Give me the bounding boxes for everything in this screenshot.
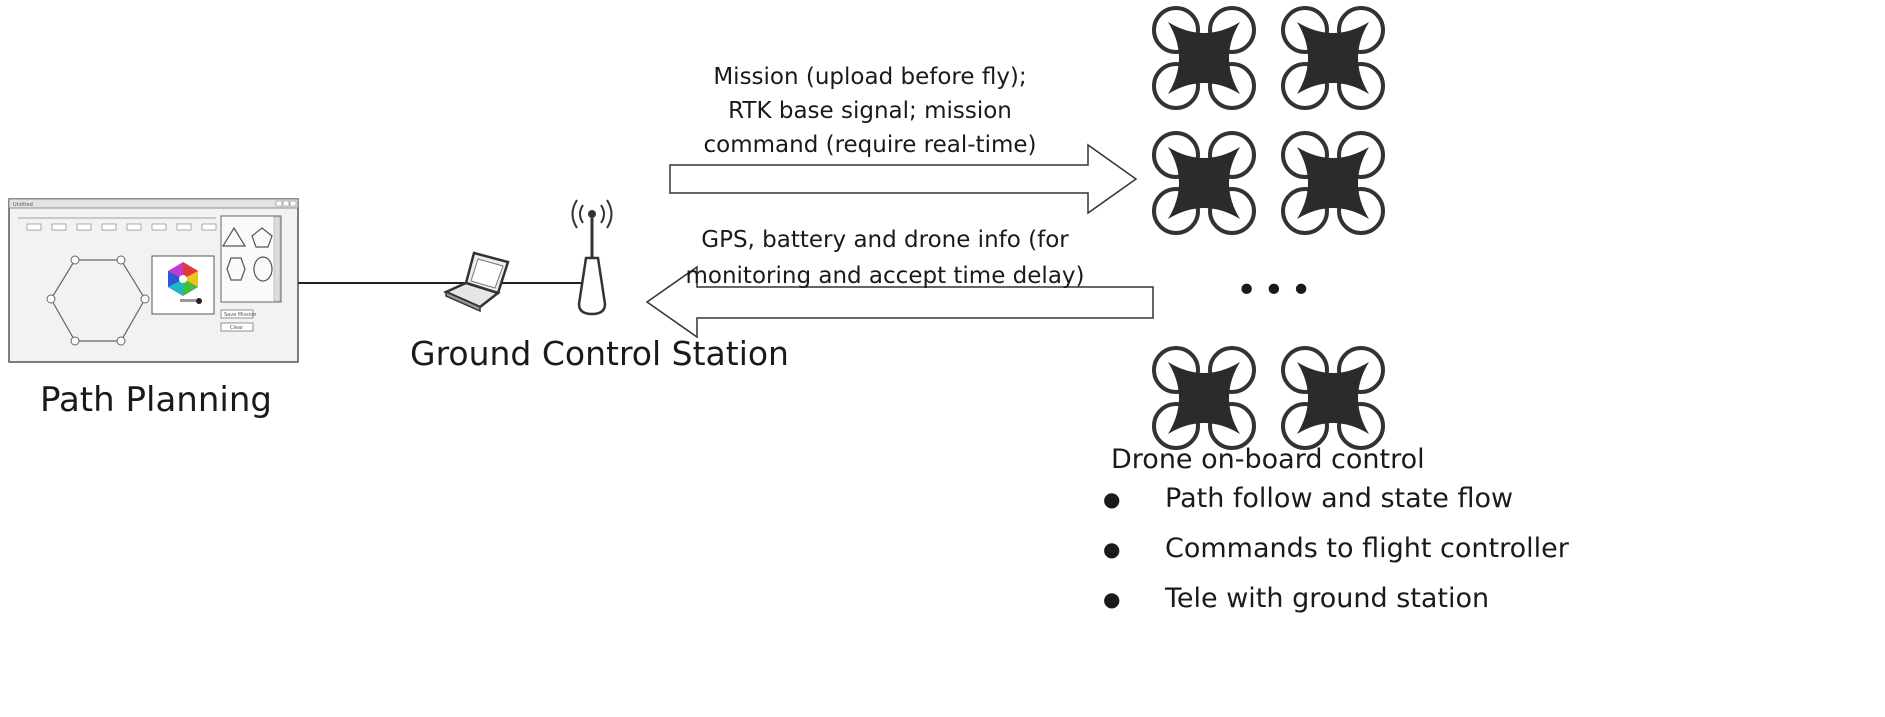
svg-text:Clear: Clear xyxy=(230,325,244,331)
path-waypoints xyxy=(46,255,150,346)
downlink-arrow xyxy=(645,265,1154,339)
uplink-arrow xyxy=(669,143,1138,215)
drone-control-title: Drone on-board control xyxy=(1111,444,1425,475)
drone-icon xyxy=(1152,6,1256,110)
drone-control-list: Path follow and state flow Commands to f… xyxy=(1095,474,1569,624)
close-icon xyxy=(289,200,297,207)
maximize-icon xyxy=(282,200,290,207)
downlink-text: GPS, battery and drone info (for monitor… xyxy=(640,222,1130,294)
more-drones-ellipsis: ••• xyxy=(1236,270,1318,311)
drone-icon xyxy=(1281,346,1385,450)
uplink-line: RTK base signal; mission xyxy=(728,98,1012,124)
scrollbar xyxy=(273,216,281,302)
path-planning-window: Untitled xyxy=(8,198,299,363)
uplink-line: command (require real-time) xyxy=(703,132,1037,158)
drone-icon xyxy=(1281,6,1385,110)
list-item: Commands to flight controller xyxy=(1095,524,1569,574)
shape-library-icons xyxy=(221,226,273,282)
laptop-icon xyxy=(442,251,510,313)
downlink-line: monitoring and accept time delay) xyxy=(685,263,1085,289)
ground-station-label: Ground Control Station xyxy=(410,334,789,373)
clear-button[interactable] xyxy=(220,322,254,332)
save-mission-button[interactable] xyxy=(220,309,254,319)
path-planning-label: Path Planning xyxy=(40,380,272,420)
window-title: Untitled xyxy=(13,202,33,208)
drone-icon xyxy=(1281,131,1385,235)
list-item: Path follow and state flow xyxy=(1095,474,1569,524)
drone-icons xyxy=(1152,6,1385,450)
antenna-tower-icon xyxy=(571,199,613,316)
color-wheel-icon xyxy=(168,262,198,296)
list-item: Tele with ground station xyxy=(1095,574,1569,624)
svg-text:Save Mission: Save Mission xyxy=(224,312,256,318)
minimize-icon xyxy=(275,200,283,207)
drone-icon xyxy=(1152,346,1256,450)
uplink-line: Mission (upload before fly); xyxy=(713,64,1027,90)
window-toolbar xyxy=(26,223,217,231)
uplink-text: Mission (upload before fly); RTK base si… xyxy=(640,60,1100,162)
drone-icon xyxy=(1152,131,1256,235)
downlink-line: GPS, battery and drone info (for xyxy=(701,227,1069,253)
